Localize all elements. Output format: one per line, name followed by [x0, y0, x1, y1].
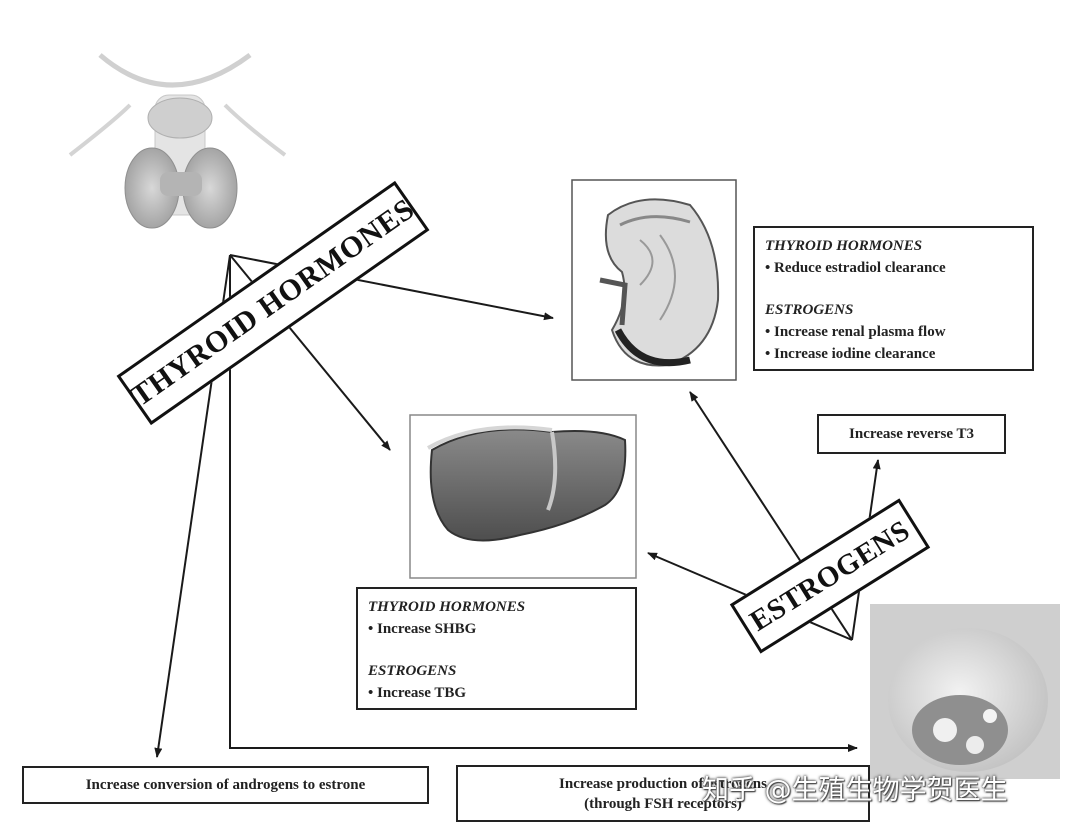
kidney-es-item-1: • Increase renal plasma flow: [765, 324, 946, 340]
kidney-th-header: THYROID HORMONES: [765, 238, 923, 254]
liver-effects-box: THYROID HORMONES • Increase SHBG ESTROGE…: [356, 587, 637, 710]
kidney-th-item: • Reduce estradiol clearance: [765, 260, 946, 276]
watermark-text: 知乎 @生殖生物学贺医生: [702, 775, 1008, 806]
ovary-production-line-2: (through FSH receptors): [584, 795, 742, 812]
liver-th-item: • Increase SHBG: [368, 621, 477, 637]
androgens-conversion-text: Increase conversion of androgens to estr…: [85, 777, 366, 793]
ovary-production-line-1: Increase production of estrogens: [559, 775, 767, 792]
watermark: 知乎 @生殖生物学贺医生: [702, 768, 1008, 807]
reverse-t3-text: Increase reverse T3: [849, 426, 974, 442]
ovary-production-box: Increase production of estrogens (throug…: [456, 765, 870, 822]
androgens-conversion-box: Increase conversion of androgens to estr…: [22, 766, 429, 804]
arrow-thyroid-to-ovary: [229, 255, 858, 752]
thyroid-illustration: [68, 52, 287, 229]
kidney-illustration: [571, 179, 737, 381]
liver-es-item: • Increase TBG: [368, 685, 467, 701]
kidney-effects-box: THYROID HORMONES • Reduce estradiol clea…: [753, 226, 1034, 371]
liver-th-header: THYROID HORMONES: [368, 599, 526, 615]
liver-es-header: ESTROGENS: [368, 663, 457, 679]
reverse-t3-box: Increase reverse T3: [817, 414, 1006, 454]
ovary-illustration: [870, 604, 1060, 779]
kidney-es-header: ESTROGENS: [765, 302, 854, 318]
kidney-es-item-2: • Increase iodine clearance: [765, 346, 936, 362]
liver-illustration: [409, 414, 637, 579]
